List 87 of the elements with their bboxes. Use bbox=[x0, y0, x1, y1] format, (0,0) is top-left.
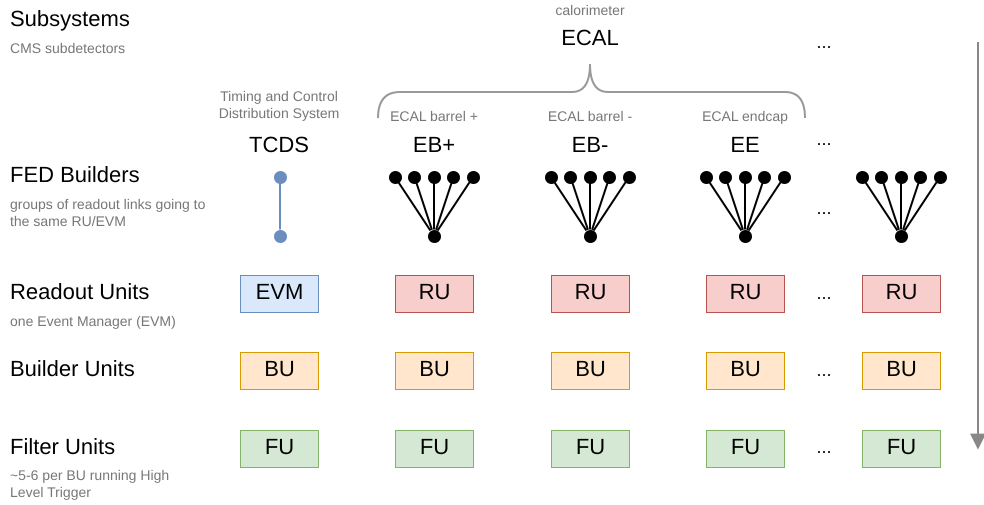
system-name: TCDS bbox=[249, 132, 309, 158]
system-name: EB- bbox=[572, 132, 608, 158]
filter-unit-box: FU bbox=[706, 430, 785, 468]
connector-line bbox=[900, 184, 902, 230]
builder-unit-box: BU bbox=[395, 352, 474, 390]
filter-unit-box: FU bbox=[862, 430, 941, 468]
node-dot bbox=[428, 170, 440, 184]
builder-unit-box: BU bbox=[240, 352, 319, 390]
builder-unit-box: BU bbox=[551, 352, 630, 390]
row-description: CMS subdetectors bbox=[10, 40, 126, 57]
node-dot bbox=[388, 170, 402, 184]
filter-unit-box: FU bbox=[395, 430, 474, 468]
connector-line bbox=[864, 182, 898, 232]
readout-unit-box: RU bbox=[862, 275, 941, 313]
node-dot bbox=[934, 170, 946, 184]
connector-line bbox=[592, 182, 626, 232]
node-dot bbox=[856, 170, 868, 184]
connector-line bbox=[433, 184, 435, 230]
node-dot bbox=[719, 170, 732, 184]
node-dot bbox=[274, 230, 286, 242]
connector-line bbox=[748, 182, 782, 232]
connector-line bbox=[572, 182, 589, 230]
row-description: groups of readout links going to the same RU/EVM bbox=[10, 196, 206, 230]
filter-unit-box: FU bbox=[240, 430, 319, 468]
connector-line bbox=[589, 184, 591, 230]
node-dot bbox=[914, 170, 927, 184]
node-dot bbox=[584, 170, 596, 184]
row-title: FED Builders bbox=[10, 162, 140, 188]
node-dot bbox=[584, 230, 596, 242]
node-dot bbox=[738, 170, 752, 184]
connector-line bbox=[279, 184, 281, 230]
ellipsis: ... bbox=[816, 283, 832, 305]
node-dot bbox=[466, 170, 480, 184]
connector-line bbox=[591, 182, 608, 230]
node-dot bbox=[603, 170, 616, 184]
node-dot bbox=[274, 170, 286, 184]
ellipsis: ... bbox=[816, 129, 832, 151]
row-description: one Event Manager (EVM) bbox=[10, 313, 176, 330]
connector-line bbox=[398, 182, 432, 232]
row-title: Filter Units bbox=[10, 434, 116, 460]
node-dot bbox=[738, 230, 752, 242]
group-description: calorimeter bbox=[555, 2, 625, 19]
node-dot bbox=[622, 170, 636, 184]
node-dot bbox=[544, 170, 558, 184]
row-description: ~5-6 per BU running High Level Trigger bbox=[10, 467, 170, 501]
ellipsis: ... bbox=[816, 198, 832, 220]
system-description: Timing and Control Distribution System bbox=[218, 88, 340, 122]
connector-line bbox=[416, 182, 433, 230]
node-dot bbox=[700, 170, 712, 184]
system-description: ECAL barrel + bbox=[390, 108, 478, 125]
node-dot bbox=[428, 230, 440, 242]
node-dot bbox=[894, 230, 908, 242]
ellipsis: ... bbox=[816, 437, 832, 459]
connector-line bbox=[902, 182, 920, 230]
system-name: EB+ bbox=[412, 132, 456, 158]
connector-line bbox=[436, 182, 470, 232]
readout-unit-box: RU bbox=[395, 275, 474, 313]
row-title: Subsystems bbox=[10, 6, 130, 32]
system-description: ECAL barrel - bbox=[548, 108, 632, 125]
connector-line bbox=[708, 182, 742, 232]
connector-line bbox=[882, 182, 900, 230]
node-dot bbox=[875, 170, 888, 184]
node-dot bbox=[894, 170, 908, 184]
connector-line bbox=[746, 182, 764, 230]
connector-line bbox=[726, 182, 744, 230]
builder-unit-box: BU bbox=[862, 352, 941, 390]
connector-line bbox=[435, 182, 452, 230]
ellipsis: ... bbox=[816, 32, 832, 54]
row-title: Builder Units bbox=[10, 356, 135, 382]
node-dot bbox=[758, 170, 771, 184]
readout-unit-box: RU bbox=[706, 275, 785, 313]
system-description: ECAL endcap bbox=[702, 108, 788, 125]
ellipsis: ... bbox=[816, 360, 832, 382]
system-name: EE bbox=[730, 132, 760, 158]
connector-line bbox=[744, 184, 746, 230]
node-dot bbox=[408, 170, 421, 184]
filter-unit-box: FU bbox=[551, 430, 630, 468]
builder-unit-box: BU bbox=[706, 352, 785, 390]
node-dot bbox=[778, 170, 790, 184]
node-dot bbox=[564, 170, 577, 184]
event-manager-box: EVM bbox=[240, 275, 319, 313]
readout-unit-box: RU bbox=[551, 275, 630, 313]
row-title: Readout Units bbox=[10, 279, 150, 306]
connector-line bbox=[554, 182, 588, 232]
node-dot bbox=[447, 170, 460, 184]
group-name: ECAL bbox=[561, 25, 619, 52]
connector-line bbox=[904, 182, 938, 232]
